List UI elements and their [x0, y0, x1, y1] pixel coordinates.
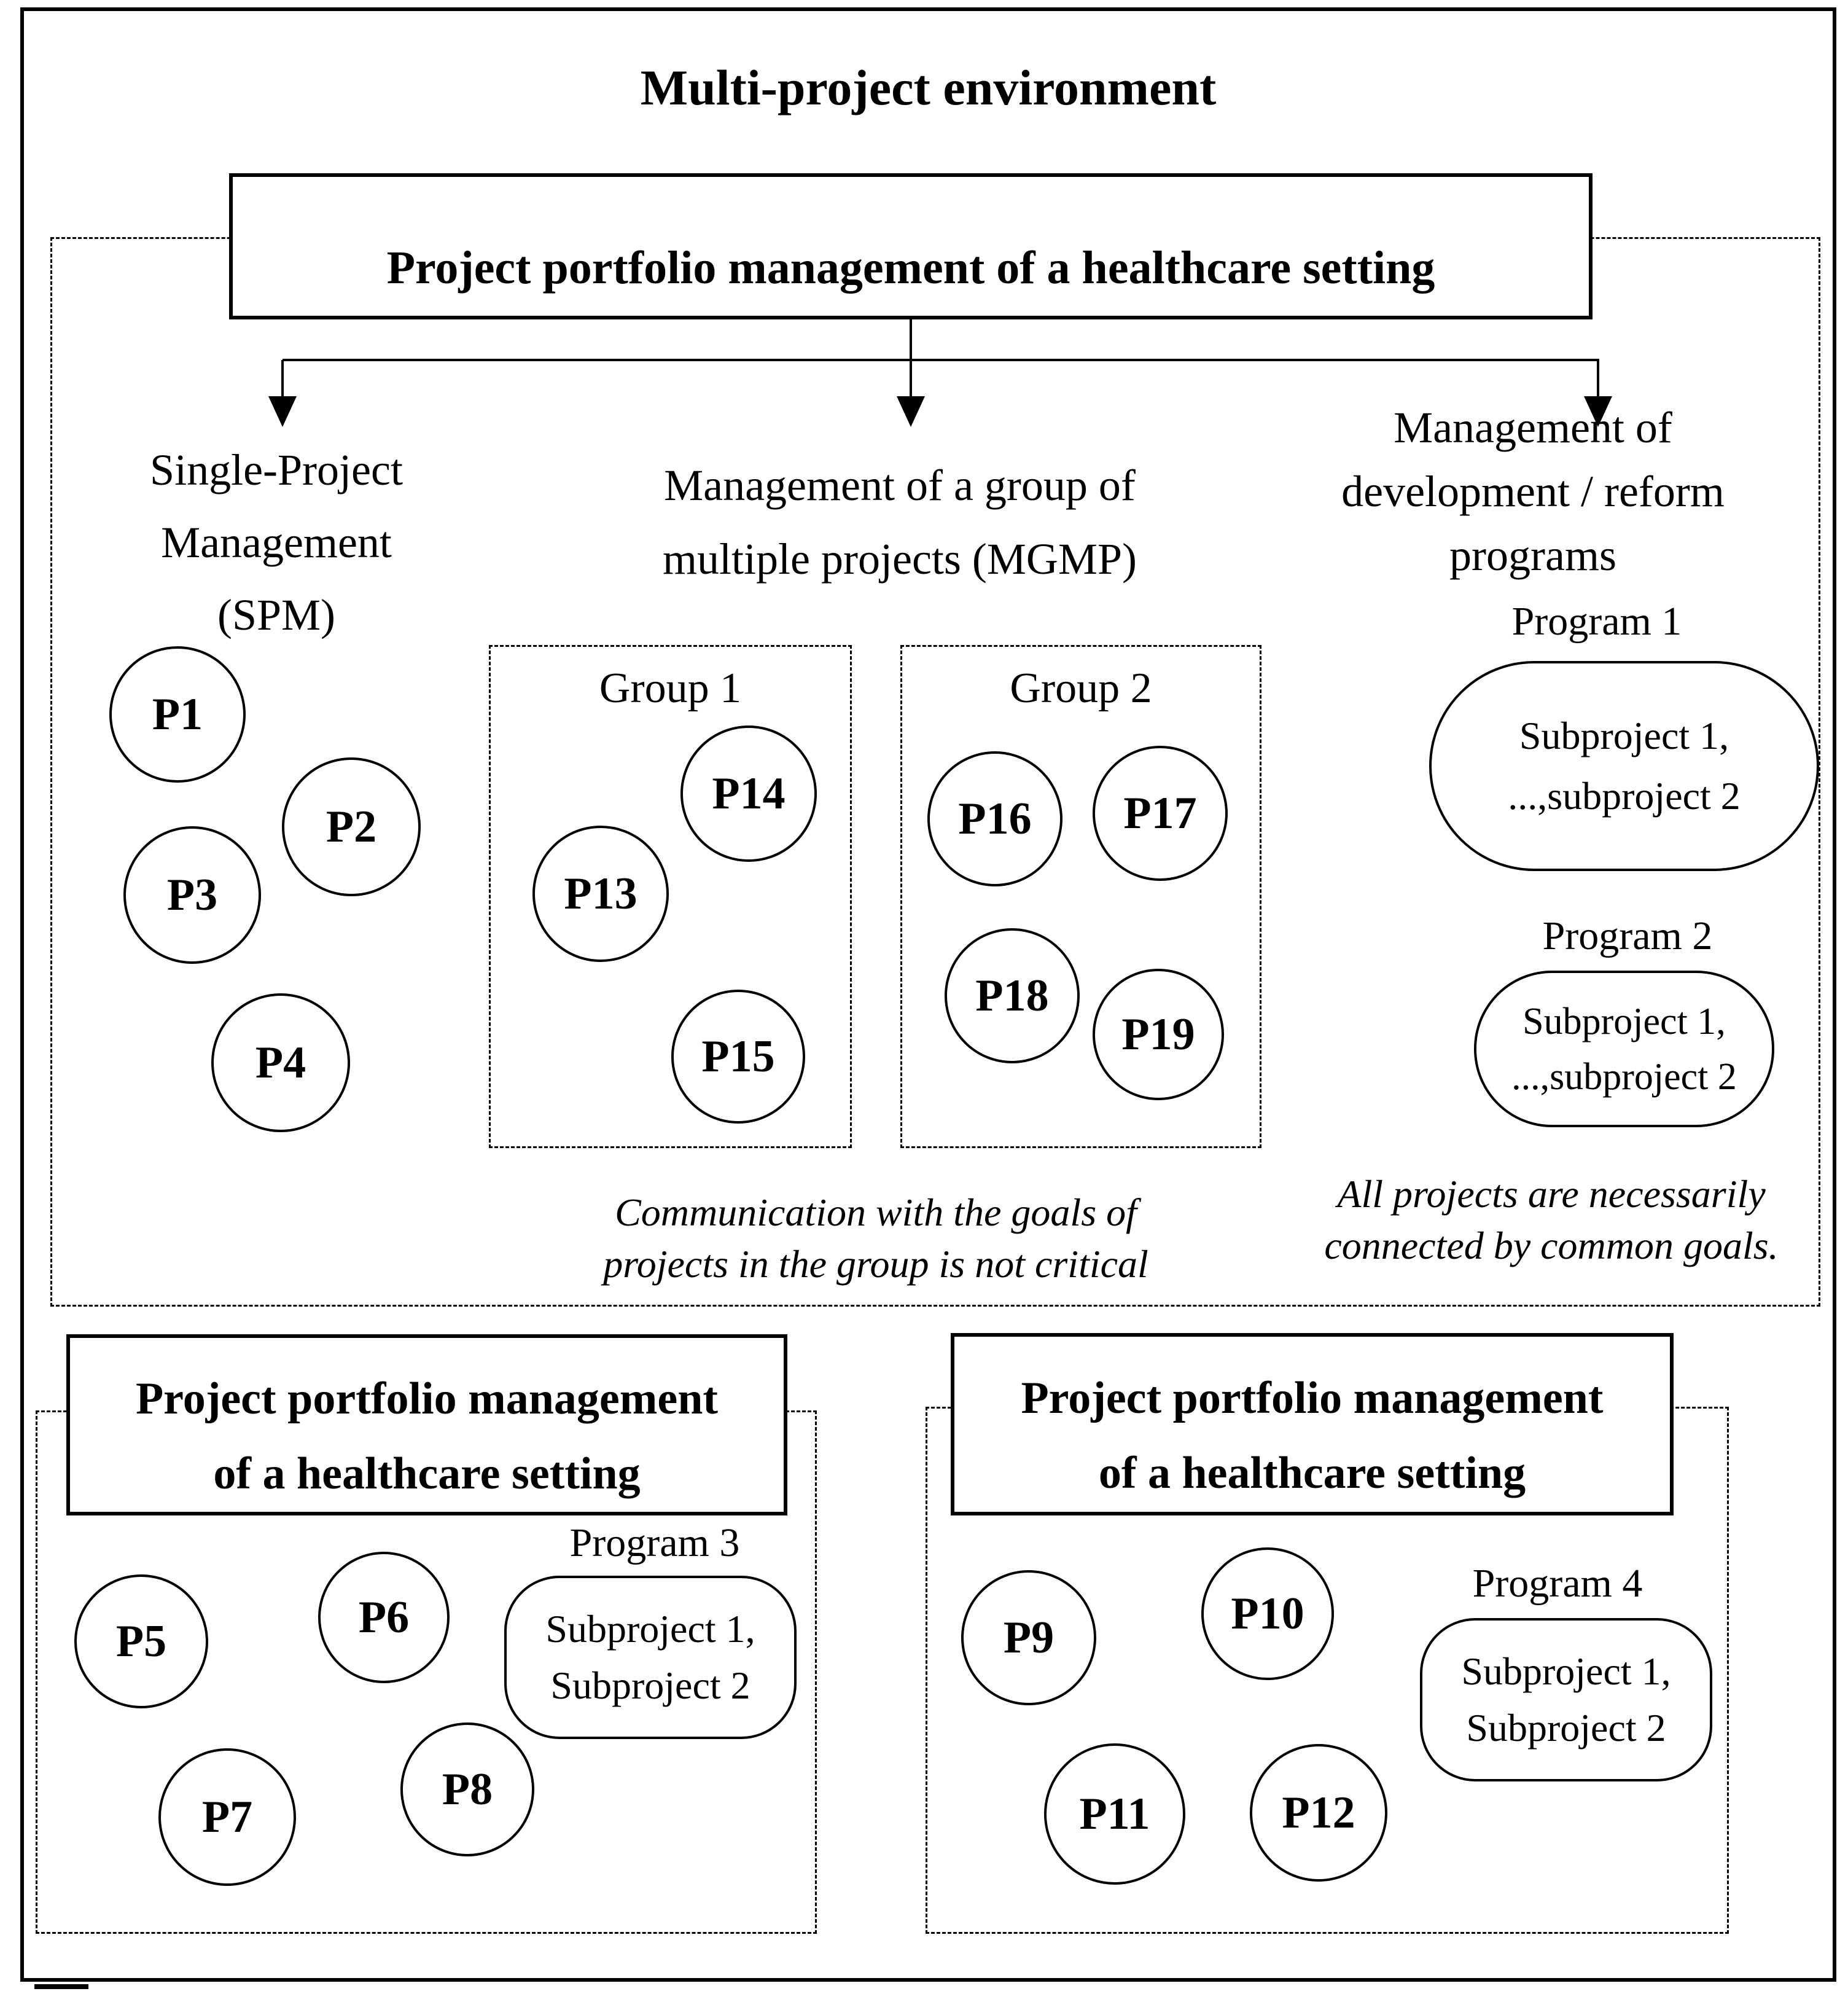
program-4-subprojects: Subproject 1, Subproject 2 [1461, 1649, 1671, 1750]
project-circle-p1: P1 [109, 646, 246, 783]
program-4-stadium: Subproject 1, Subproject 2 [1420, 1618, 1712, 1781]
project-circle-p4: P4 [211, 993, 350, 1132]
project-circle-p8: P8 [400, 1722, 534, 1856]
arrow-down-icon [897, 396, 925, 427]
arrow-down-icon [1584, 396, 1612, 427]
branch-label-mgmp: Management of a group of multiple projec… [663, 461, 1137, 584]
project-circle-p7: P7 [158, 1748, 296, 1886]
note-programs: All projects are necessarily connected b… [1324, 1172, 1779, 1267]
branch-label-spm: Single-Project Management (SPM) [150, 445, 403, 639]
group-2-title: Group 2 [1010, 665, 1152, 712]
program-4-label: Program 4 [1472, 1561, 1643, 1606]
project-circle-p16: P16 [927, 751, 1062, 886]
project-circle-p12: P12 [1250, 1744, 1387, 1882]
portfolio-right-title: Project portfolio management of a health… [1021, 1372, 1604, 1498]
scan-artifact-dash [34, 1984, 88, 1989]
project-circle-p10: P10 [1201, 1547, 1334, 1680]
note-mgmp: Communication with the goals of projects… [603, 1191, 1148, 1286]
portfolio-left-title-box: Project portfolio management of a health… [66, 1334, 787, 1515]
project-circle-p9: P9 [961, 1570, 1096, 1705]
figure-border [20, 7, 1836, 1982]
connector-horizontal [283, 359, 1599, 361]
figure-title: Multi-project environment [640, 60, 1217, 115]
program-3-stadium: Subproject 1, Subproject 2 [504, 1576, 797, 1739]
project-circle-p6: P6 [318, 1552, 450, 1683]
portfolio-root-box-label: Project portfolio management of a health… [386, 241, 1435, 294]
connector-stub [910, 319, 912, 360]
group-1-box: Group 1 [489, 645, 852, 1148]
program-2-label: Program 2 [1542, 913, 1713, 958]
program-2-subprojects: Subproject 1, ...,subproject 2 [1511, 1000, 1737, 1098]
program-2-stadium: Subproject 1, ...,subproject 2 [1474, 971, 1774, 1127]
program-3-label: Program 3 [569, 1520, 740, 1565]
project-circle-p17: P17 [1093, 746, 1228, 881]
program-3-subprojects: Subproject 1, Subproject 2 [545, 1607, 755, 1707]
project-circle-p14: P14 [680, 725, 817, 862]
project-circle-p2: P2 [282, 757, 421, 896]
branch-line-mgmp [910, 360, 912, 398]
project-circle-p5: P5 [74, 1574, 208, 1708]
group-1-title: Group 1 [599, 665, 742, 712]
project-circle-p11: P11 [1044, 1743, 1185, 1885]
group-2-box: Group 2 [900, 645, 1261, 1148]
project-circle-p18: P18 [945, 928, 1080, 1063]
portfolio-root-box: Project portfolio management of a health… [229, 173, 1593, 319]
arrow-down-icon [268, 396, 297, 427]
branch-label-programs: Management of development / reform progr… [1341, 403, 1725, 580]
program-1-subprojects: Subproject 1, ...,subproject 2 [1508, 714, 1741, 818]
program-1-label: Program 1 [1511, 599, 1682, 644]
project-circle-p3: P3 [123, 826, 261, 964]
project-circle-p15: P15 [671, 990, 805, 1124]
branch-line-programs [1597, 360, 1599, 398]
branch-line-spm [281, 360, 284, 398]
project-circle-p13: P13 [532, 826, 669, 962]
program-1-stadium: Subproject 1, ...,subproject 2 [1429, 661, 1819, 871]
project-circle-p19: P19 [1093, 969, 1224, 1100]
portfolio-right-title-box: Project portfolio management of a health… [951, 1333, 1674, 1515]
portfolio-left-title: Project portfolio management of a health… [135, 1373, 719, 1499]
